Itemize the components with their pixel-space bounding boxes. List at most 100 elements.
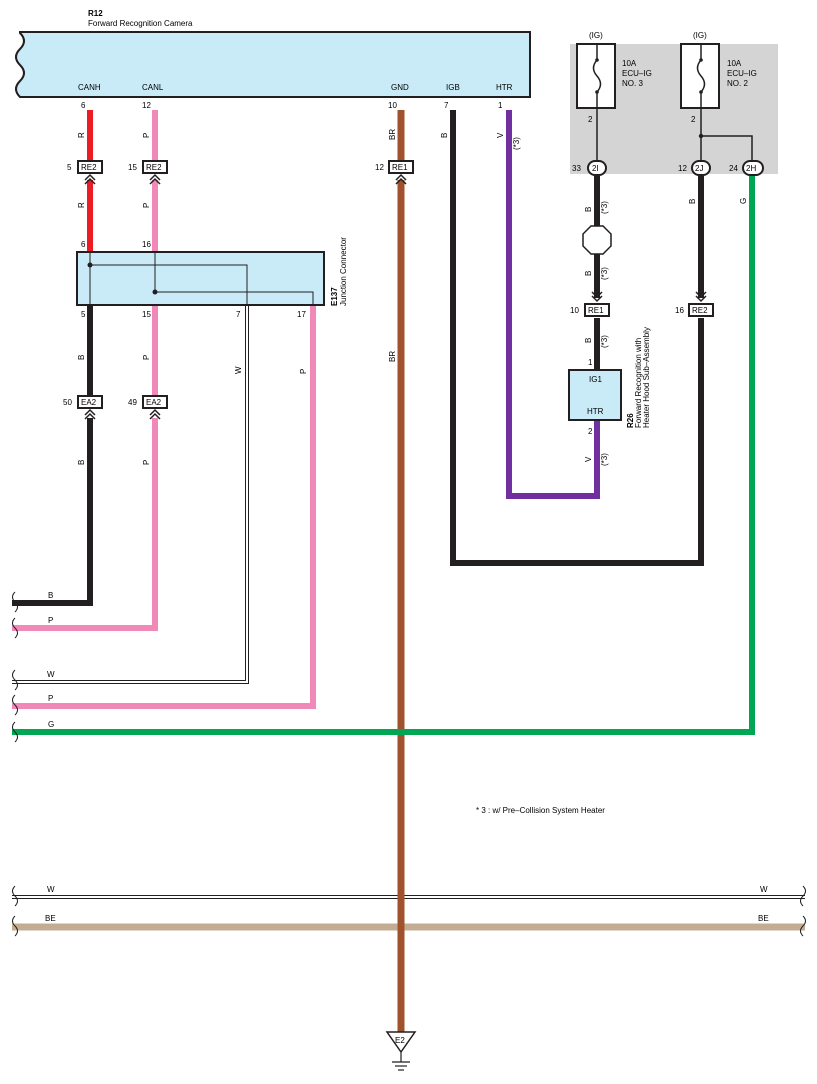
pin-canh-name: CANH (78, 83, 101, 92)
svg-text:R: R (77, 202, 86, 208)
svg-text:B: B (48, 591, 53, 600)
svg-text:2I: 2I (592, 164, 599, 173)
connector-ea2-b: EA2 50 (63, 395, 103, 420)
svg-text:RE2: RE2 (81, 163, 97, 172)
splice-dot-fuse2 (698, 133, 704, 139)
ground-e2: E2 (385, 1031, 417, 1071)
fuse-ecu-ig-no3: (IG) 10A ECU–IG NO. 3 2 (576, 31, 652, 124)
svg-text:B: B (584, 271, 593, 276)
pin-htr-num: 1 (498, 101, 503, 110)
connector-re1-htr: RE1 10 (570, 291, 610, 317)
svg-text:10A: 10A (727, 59, 742, 68)
note-precollision: * 3 : w/ Pre–Collision System Heater (476, 806, 605, 815)
pin-gnd-name: GND (391, 83, 409, 92)
svg-text:NO. 2: NO. 2 (727, 79, 748, 88)
connector-2h: 2H 24 (729, 160, 764, 176)
fusible-link-octagon (582, 225, 612, 255)
svg-text:E2: E2 (395, 1036, 405, 1045)
connector-ea2-p: EA2 49 (128, 395, 168, 420)
svg-text:BR: BR (388, 129, 397, 140)
svg-text:BR: BR (388, 351, 397, 362)
pin-gnd-num: 10 (388, 101, 397, 110)
svg-text:10A: 10A (622, 59, 637, 68)
svg-text:EA2: EA2 (146, 398, 162, 407)
svg-text:(*3): (*3) (600, 201, 609, 214)
svg-text:V: V (584, 456, 593, 462)
wire-igb-black (450, 110, 704, 566)
pin-canl-name: CANL (142, 83, 164, 92)
svg-text:P: P (142, 203, 151, 208)
svg-text:5: 5 (67, 163, 72, 172)
svg-text:P: P (142, 355, 151, 360)
heater-htr: HTR (587, 407, 604, 416)
svg-text:BE: BE (758, 914, 769, 923)
wire-p17-left (12, 305, 316, 709)
connector-re2-canl: RE2 15 (128, 160, 168, 185)
svg-text:12: 12 (375, 163, 384, 172)
connector-2i: 2I 33 (572, 160, 607, 176)
camera-code: R12 (88, 9, 103, 18)
junction-pin-5: 5 (81, 310, 86, 319)
svg-text:P: P (299, 369, 308, 374)
svg-text:B: B (584, 338, 593, 343)
svg-text:V: V (496, 132, 505, 138)
svg-text:NO. 3: NO. 3 (622, 79, 643, 88)
connector-re2-canh: RE2 5 (67, 160, 103, 185)
svg-text:P: P (48, 616, 53, 625)
connector-2j: 2J 12 (678, 160, 711, 176)
svg-text:RE1: RE1 (588, 306, 604, 315)
junction-code: E137 (330, 287, 339, 306)
heater-box (568, 369, 622, 421)
junction-name: Junction Connector (339, 237, 348, 306)
svg-text:P: P (142, 460, 151, 465)
svg-text:2: 2 (691, 115, 696, 124)
svg-text:P: P (48, 694, 53, 703)
junction-pin-15: 15 (142, 310, 151, 319)
svg-text:B: B (77, 460, 86, 465)
svg-text:ECU–IG: ECU–IG (727, 69, 757, 78)
junction-pin-6: 6 (81, 240, 86, 249)
svg-text:(*3): (*3) (600, 335, 609, 348)
left-break-marks (12, 591, 806, 937)
svg-text:RE2: RE2 (146, 163, 162, 172)
wire-fuse2-to-2h (701, 135, 753, 160)
heater-name1: Forward Recognition with (634, 338, 643, 428)
junction-pin-7: 7 (236, 310, 241, 319)
svg-text:12: 12 (678, 164, 687, 173)
svg-text:G: G (48, 720, 54, 729)
pin-canl-num: 12 (142, 101, 151, 110)
wire-w-junction-left-inner (12, 305, 248, 683)
svg-text:B: B (688, 199, 697, 204)
svg-text:R: R (77, 132, 86, 138)
svg-text:10: 10 (570, 306, 579, 315)
junction-link-canl (154, 252, 314, 305)
heater-name2: Heater Hood Sub–Assembly (642, 327, 651, 428)
svg-text:W: W (760, 885, 768, 894)
camera-name: Forward Recognition Camera (88, 19, 193, 28)
junction-pin-17: 17 (297, 310, 306, 319)
junction-connector-box (76, 251, 325, 306)
svg-text:RE1: RE1 (392, 163, 408, 172)
svg-text:B: B (584, 207, 593, 212)
wire-htr-purple (506, 110, 600, 499)
svg-text:W: W (47, 885, 55, 894)
camera-box (15, 31, 531, 98)
svg-text:16: 16 (675, 306, 684, 315)
svg-text:(IG): (IG) (693, 31, 707, 40)
svg-text:G: G (739, 198, 748, 204)
svg-text:(*3): (*3) (512, 137, 521, 150)
svg-text:(IG): (IG) (589, 31, 603, 40)
svg-text:50: 50 (63, 398, 72, 407)
svg-text:24: 24 (729, 164, 738, 173)
junction-link-canh (89, 252, 248, 305)
svg-text:2J: 2J (695, 164, 703, 173)
wire-p-ea2-left (12, 418, 158, 631)
heater-pin2: 2 (588, 427, 593, 436)
svg-text:EA2: EA2 (81, 398, 97, 407)
heater-ig1: IG1 (589, 375, 602, 384)
svg-text:2H: 2H (746, 164, 756, 173)
svg-text:BE: BE (45, 914, 56, 923)
svg-text:W: W (47, 670, 55, 679)
svg-text:ECU–IG: ECU–IG (622, 69, 652, 78)
